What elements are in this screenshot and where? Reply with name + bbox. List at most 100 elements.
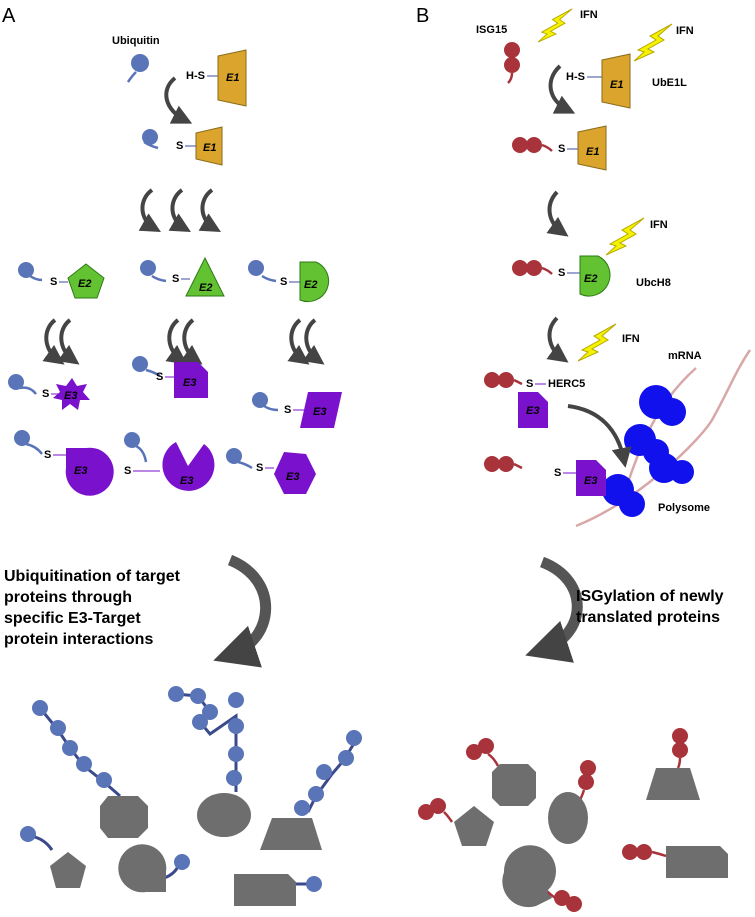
- ubiquitin-label: Ubiquitin: [112, 35, 160, 47]
- e1-label: E1: [226, 72, 239, 84]
- ubiquitin-e3-parallelogram: S E3: [252, 392, 342, 428]
- isg15-e2-thioester: S E2: [512, 255, 611, 297]
- hs-label-a: H-S: [186, 70, 205, 82]
- svg-text:S: S: [558, 143, 565, 155]
- target-octagon-isg15: [466, 738, 536, 806]
- ubch8-label: UbcH8: [636, 277, 671, 289]
- ubiquitin-e3-teardrop: S E3: [14, 430, 114, 496]
- polysome-label: Polysome: [658, 502, 710, 514]
- activation-arrow: [548, 64, 576, 114]
- ubiquitin-e3-pacman: S E3: [124, 432, 215, 491]
- svg-text:S: S: [44, 449, 51, 461]
- svg-text:E3: E3: [74, 465, 87, 477]
- svg-text:S: S: [526, 378, 533, 390]
- target-ellipse-polyubiquitin: [168, 686, 251, 837]
- target-ellipse-isg15: [548, 760, 596, 844]
- panel-a-letter: A: [2, 5, 16, 27]
- svg-text:E1: E1: [203, 142, 216, 154]
- svg-text:specific E3-Target: specific E3-Target: [4, 610, 141, 627]
- isg15-herc5-on-polysome: S E3: [484, 456, 606, 496]
- ubiquitin-e3-star: S E3: [8, 374, 90, 410]
- transfer-arrows-e2-e3: [42, 318, 325, 365]
- target-rectangle-isg15: [622, 844, 728, 878]
- panel-a: A Ubiquitin H-S E1 S E1: [2, 5, 362, 906]
- svg-text:E2: E2: [199, 282, 212, 294]
- transfer-arrows-e1-e2: [138, 188, 221, 232]
- ifn-bolt-icon: [538, 8, 573, 43]
- mrna-label: mRNA: [668, 350, 702, 362]
- svg-text:S: S: [42, 388, 49, 400]
- e1-enzyme-b: E1: [601, 53, 631, 109]
- ubiquitin-e1-thioester: S E1: [142, 126, 223, 166]
- svg-text:ISGylation of newly: ISGylation of newly: [576, 588, 724, 605]
- svg-text:S: S: [50, 276, 57, 288]
- ifn-label: IFN: [676, 25, 694, 37]
- ubiquitination-arrow: [213, 554, 272, 668]
- svg-text:S: S: [558, 267, 565, 279]
- target-trapezoid-isg15: [646, 728, 700, 800]
- svg-text:E1: E1: [610, 79, 623, 91]
- svg-text:proteins through: proteins through: [4, 589, 132, 606]
- svg-text:S: S: [156, 371, 163, 383]
- svg-text:E2: E2: [584, 273, 597, 285]
- herc5-label: HERC5: [548, 378, 585, 390]
- isg15-e1-thioester: S E1: [512, 125, 607, 171]
- activation-arrow: [164, 76, 193, 124]
- ifn-bolt-icon: [634, 23, 673, 62]
- svg-text:Ubiquitination of target: Ubiquitination of target: [4, 568, 181, 585]
- loading-arrow: [567, 404, 632, 468]
- svg-text:E3: E3: [64, 390, 77, 402]
- ifn-label: IFN: [622, 333, 640, 345]
- svg-text:E2: E2: [78, 278, 91, 290]
- svg-text:E3: E3: [183, 377, 196, 389]
- svg-text:S: S: [124, 465, 131, 477]
- target-rectangle-ubiquitin: [234, 874, 322, 906]
- svg-text:E3: E3: [313, 406, 326, 418]
- free-isg15: [504, 42, 520, 84]
- target-trapezoid-polyubiquitin: [260, 730, 362, 850]
- isg15-herc5-thioester: S HERC5 E3: [484, 372, 585, 428]
- ifn-label: IFN: [580, 9, 598, 21]
- svg-text:E3: E3: [526, 405, 539, 417]
- ube1l-label: UbE1L: [652, 77, 687, 89]
- e1-enzyme-a: E1: [217, 49, 247, 107]
- panel-a-caption: Ubiquitination of target proteins throug…: [4, 568, 181, 648]
- mrna-strand: [575, 349, 752, 528]
- ubiquitin-e3-octagon: S E3: [132, 356, 208, 398]
- isgylation-arrow: [525, 556, 583, 663]
- svg-text:H-S: H-S: [566, 71, 585, 83]
- target-teardrop-ubiquitin: [118, 844, 190, 893]
- ifn-bolt-icon: [578, 323, 617, 362]
- svg-text:S: S: [284, 404, 291, 416]
- transfer-arrow: [546, 316, 569, 363]
- svg-text:E3: E3: [286, 471, 299, 483]
- svg-text:E3: E3: [584, 475, 597, 487]
- panel-b-letter: B: [416, 5, 429, 27]
- ifn-bolt-icon: [606, 217, 645, 256]
- svg-text:S: S: [176, 140, 183, 152]
- svg-text:S: S: [280, 276, 287, 288]
- transfer-arrow: [546, 190, 569, 237]
- svg-text:protein interactions: protein interactions: [4, 631, 153, 648]
- panel-b-caption: ISGylation of newly translated proteins: [576, 588, 724, 626]
- target-pentagon-ubiquitin: [20, 826, 86, 888]
- svg-text:E3: E3: [180, 475, 193, 487]
- ubiquitin-e2-sector: S E2: [248, 260, 330, 303]
- svg-text:E1: E1: [586, 146, 599, 158]
- svg-text:S: S: [256, 462, 263, 474]
- ifn-label: IFN: [650, 219, 668, 231]
- free-ubiquitin: [126, 54, 149, 83]
- svg-text:S: S: [172, 273, 179, 285]
- ubiquitin-e2-pentagon: S E2: [18, 262, 105, 299]
- target-pentagon-isg15: [418, 798, 494, 846]
- target-teardrop-isg15: [502, 845, 582, 912]
- polysome: [602, 385, 694, 517]
- isg15-label: ISG15: [476, 24, 507, 36]
- svg-text:S: S: [554, 467, 561, 479]
- svg-text:translated proteins: translated proteins: [576, 609, 720, 626]
- svg-text:E2: E2: [304, 279, 317, 291]
- ubiquitin-e3-hexagon: S E3: [226, 448, 316, 494]
- ubiquitin-e2-triangle: S E2: [140, 256, 225, 297]
- target-octagon-polyubiquitin: [32, 700, 148, 838]
